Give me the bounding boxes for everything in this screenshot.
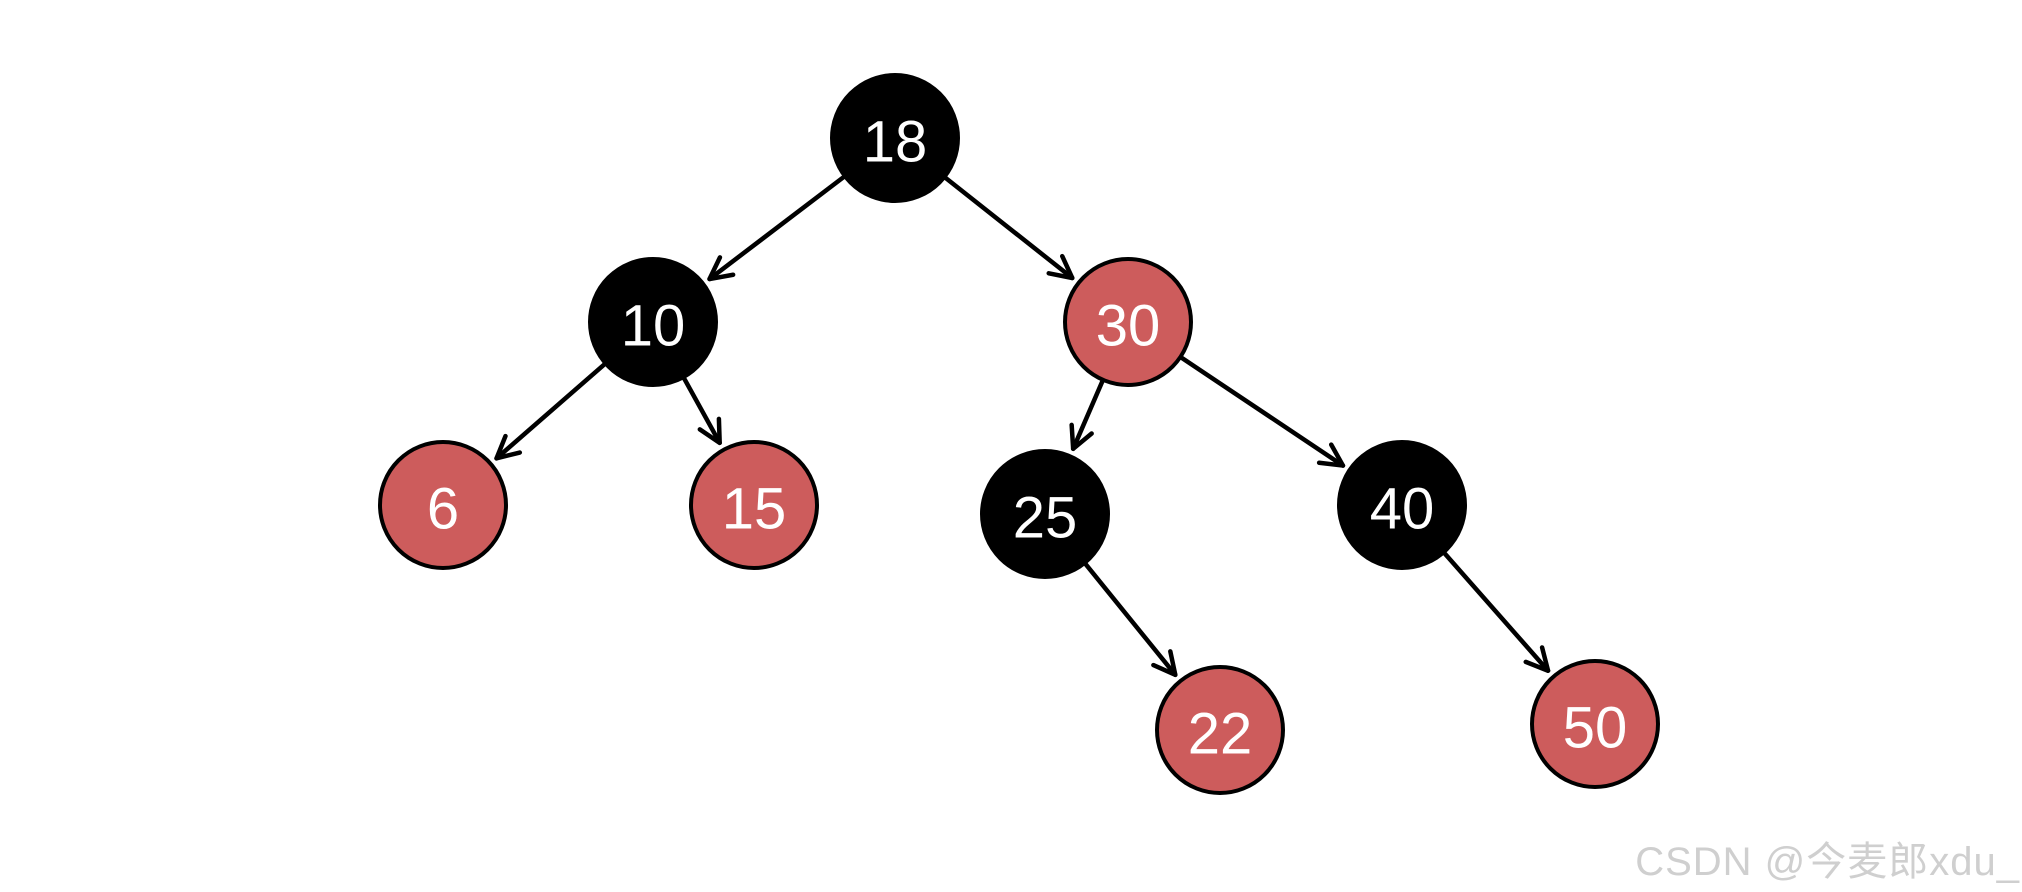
edge-18-30 xyxy=(942,175,1075,281)
edge-10-15 xyxy=(681,375,722,446)
node-circle-red xyxy=(1530,659,1660,789)
arrowhead-icon xyxy=(1151,649,1178,678)
node-circle-red xyxy=(1063,257,1193,387)
watermark: CSDN @今麦郎xdu_ xyxy=(1635,840,2020,884)
arrowhead-icon xyxy=(1046,253,1075,281)
node-value: 18 xyxy=(863,110,928,175)
arrowhead-icon xyxy=(1069,422,1094,452)
node-value: 6 xyxy=(427,477,459,542)
node-value: 50 xyxy=(1563,696,1628,761)
tree-node-22: 22 xyxy=(1155,665,1285,795)
arrowhead-icon xyxy=(1523,645,1551,673)
tree-node-10: 10 xyxy=(588,257,718,387)
node-circle-red xyxy=(1155,665,1285,795)
node-value: 25 xyxy=(1013,486,1078,551)
tree-node-6: 6 xyxy=(378,440,508,570)
tree-node-25: 25 xyxy=(980,449,1110,579)
node-circle-black xyxy=(980,449,1110,579)
edge-30-40 xyxy=(1178,355,1346,468)
arrowhead-icon xyxy=(707,255,736,282)
arrowhead-icon xyxy=(697,416,722,446)
node-value: 15 xyxy=(722,477,787,542)
edge-30-25 xyxy=(1069,378,1105,452)
node-circle-black xyxy=(1337,440,1467,570)
node-value: 30 xyxy=(1096,294,1161,359)
node-circle-red xyxy=(689,440,819,570)
node-circle-black xyxy=(830,73,960,203)
node-value: 10 xyxy=(621,294,686,359)
tree-node-30: 30 xyxy=(1063,257,1193,387)
edge-10-6 xyxy=(494,361,607,461)
edge-40-50 xyxy=(1442,550,1551,673)
edge-18-10 xyxy=(707,174,847,282)
tree-node-50: 50 xyxy=(1530,659,1660,789)
node-circle-red xyxy=(378,440,508,570)
tree-node-40: 40 xyxy=(1337,440,1467,570)
tree-node-18: 18 xyxy=(830,73,960,203)
edge-25-22 xyxy=(1083,561,1178,678)
arrowhead-icon xyxy=(494,433,523,461)
node-circle-black xyxy=(588,257,718,387)
node-value: 40 xyxy=(1370,477,1435,542)
tree-node-15: 15 xyxy=(689,440,819,570)
node-value: 22 xyxy=(1188,702,1253,767)
arrowhead-icon xyxy=(1316,442,1346,468)
